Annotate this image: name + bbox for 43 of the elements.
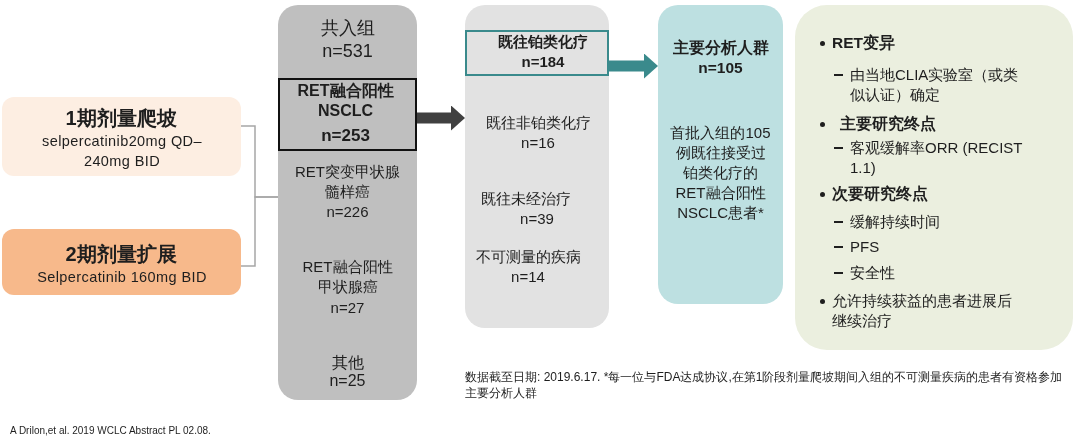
dose-text: Selpercatinib 160mg BID (37, 268, 207, 287)
bullet-heading: RET变异 (832, 33, 895, 53)
citation: A Drilon,et al. 2019 WCLC Abstract PL 02.08. (10, 424, 211, 438)
total-label: 共入组 (320, 17, 375, 39)
population-box (658, 5, 783, 304)
bullet-heading: 次要研究终点 (832, 184, 928, 204)
highlight-box (278, 78, 417, 151)
cohort-column (278, 5, 417, 400)
highlight-box (465, 30, 609, 76)
count-label: n=226 (326, 202, 369, 222)
bracket-line (240, 196, 279, 267)
count-label: n=25 (329, 372, 366, 390)
bullet-heading: 主要研究终点 (840, 114, 936, 134)
list-item: 由当地CLIA实验室（或类似认证）确定 (850, 65, 1020, 105)
list-item: 客观缓解率ORR (RECIST 1.1) (850, 138, 1024, 178)
phase-box (2, 97, 241, 176)
population-title: 主要分析人群 (672, 38, 769, 58)
count-label: n=16 (521, 133, 555, 153)
description-text: 首批入组的105例既往接受过铂类化疗的RET融合阳性NSCLC患者* (669, 123, 772, 223)
criteria-panel (795, 5, 1073, 350)
list-item: 允许持续获益的患者进展后继续治疗 (832, 291, 1013, 331)
list-item: PFS (850, 237, 880, 257)
subgroup-label: 不可测量的疾病 (475, 247, 581, 267)
count-label: n=14 (511, 267, 545, 287)
subgroup-label: 既往非铂类化疗 (485, 113, 591, 133)
cohort-column (465, 5, 609, 328)
count-label: n=253 (321, 126, 370, 146)
subgroup-label: 既往铂类化疗 (498, 31, 588, 51)
dose-text: selpercatinib20mg QD–240mg BID (41, 132, 203, 171)
phase-title: 2期剂量扩展 (65, 242, 177, 266)
cohort-label: 其他 (331, 354, 364, 372)
count-label: n=531 (322, 40, 373, 62)
list-item: 安全性 (850, 263, 895, 283)
list-item: 缓解持续时间 (850, 212, 940, 232)
cohort-label: RET融合阳性NSCLC (296, 81, 395, 121)
phase-box (2, 229, 241, 295)
count-label: n=105 (698, 58, 743, 78)
phase-title: 1期剂量爬坡 (65, 106, 177, 130)
count-label: n=27 (330, 297, 365, 318)
subgroup-label: 既往未经治疗 (481, 189, 571, 209)
footnote: 数据截至日期: 2019.6.17. *每一位与FDA达成协议,在第1阶段剂量爬坡期间入组的不可测量疾病的患者有资格参加主要分析人群 (465, 369, 1064, 401)
count-label: n=39 (520, 209, 554, 229)
count-label: n=184 (521, 51, 565, 71)
